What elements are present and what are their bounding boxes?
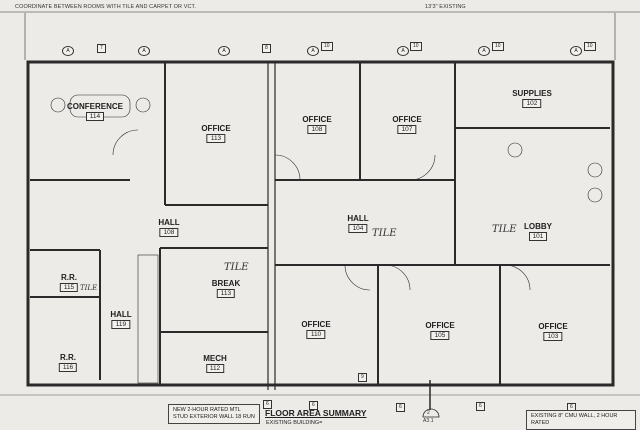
wall-tag: 6 (476, 402, 485, 411)
hex-tag-marker: A (397, 46, 409, 56)
wall-tag: 7 (97, 44, 106, 53)
hex-tag-marker: A (307, 46, 319, 56)
wall-tag: 9 (358, 373, 367, 382)
existing-dimension-note: 13'3" EXISTING (425, 4, 466, 10)
wall-tag: 10 (321, 42, 333, 51)
section-marker-sheet: A3.1 (423, 418, 434, 424)
hex-tag-marker: A (570, 46, 582, 56)
hex-tag-marker: A (478, 46, 490, 56)
floor-area-existing-building: EXISTING BUILDING= (266, 420, 323, 426)
handwritten-tile-break: TILE (224, 262, 249, 273)
coordination-note: COORDINATE BETWEEN ROOMS WITH TILE AND C… (15, 4, 197, 10)
room-restroom-116: R.R.116 (58, 353, 78, 372)
new-wall-legend: NEW 2-HOUR RATED MTL STUD EXTERIOR WALL … (168, 404, 260, 424)
wall-tag: 6 (309, 401, 318, 410)
handwritten-tile-restroom: TILE (80, 284, 98, 292)
hex-tag-marker: A (218, 46, 230, 56)
existing-wall-legend: EXISTING 8" CMU WALL, 2 HOUR RATED (526, 410, 636, 430)
wall-tag: 6 (396, 403, 405, 412)
handwritten-tile-hall: TILE (372, 228, 397, 239)
wall-tag: 10 (492, 42, 504, 51)
wall-tag: 10 (584, 42, 596, 51)
hex-tag-marker: A (138, 46, 150, 56)
room-restroom-115: R.R.115 (59, 273, 79, 292)
floor-area-summary-title: FLOOR AREA SUMMARY (265, 408, 367, 418)
wall-tag: 10 (410, 42, 422, 51)
hex-tag-marker: A (62, 46, 74, 56)
wall-tag: 8 (262, 44, 271, 53)
wall-tag: 6 (263, 400, 272, 409)
handwritten-tile-lobby: TILE (492, 224, 517, 235)
section-marker-number: 2 (427, 410, 430, 416)
